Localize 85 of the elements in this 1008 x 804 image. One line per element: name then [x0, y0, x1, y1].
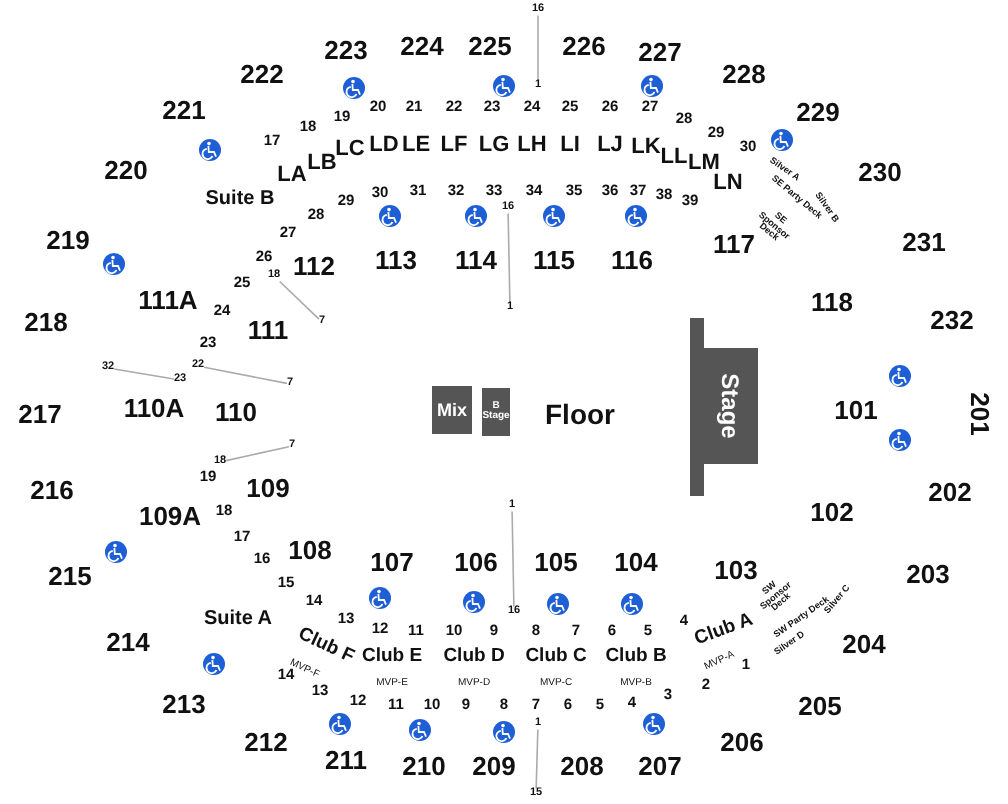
section-number: 212	[244, 729, 288, 755]
section-number: 217	[18, 401, 62, 427]
section-number: 107	[370, 549, 414, 575]
section-number: 105	[534, 549, 578, 575]
section-number: 219	[46, 227, 90, 253]
row-range-line	[225, 445, 290, 462]
row-letter: LM	[688, 153, 720, 175]
section-number: 118	[811, 289, 853, 315]
section-number: 226	[562, 33, 606, 59]
section-number: 205	[798, 693, 842, 719]
stage-shape: Stage	[690, 318, 758, 496]
row-letter: LC	[335, 139, 365, 161]
section-number: 230	[858, 159, 902, 185]
section-number: 206	[720, 729, 764, 755]
section-number: 115	[533, 247, 575, 273]
section-number: 109A	[138, 503, 202, 529]
section-number: 221	[162, 97, 206, 123]
section-number: 223	[324, 37, 368, 63]
club-name: Club A	[692, 610, 756, 650]
section-number: 108	[288, 537, 332, 563]
row-letter: LA	[277, 165, 307, 187]
row-letter: LF	[440, 135, 468, 157]
mix-position-box: Mix	[432, 386, 472, 434]
section-number: 207	[638, 753, 682, 779]
row-range-line	[511, 510, 515, 608]
section-number: 231	[902, 229, 946, 255]
section-number: 111	[247, 317, 289, 343]
row-letter: LB	[307, 153, 337, 175]
section-number: 232	[930, 307, 974, 333]
section-number: 117	[713, 231, 755, 257]
section-number: 111A	[138, 287, 198, 313]
row-letter: LE	[401, 135, 431, 157]
row-letter: LD	[369, 135, 399, 157]
row-range-line	[537, 14, 539, 82]
section-number: 224	[400, 33, 444, 59]
suite-name: Suite B	[203, 190, 277, 210]
section-number: 228	[722, 61, 766, 87]
row-letter: LJ	[597, 135, 623, 157]
row-letter: LH	[517, 135, 547, 157]
section-number: 116	[611, 247, 653, 273]
row-letter: LL	[660, 147, 688, 169]
section-number: 113	[375, 247, 417, 273]
row-range-line	[203, 366, 288, 385]
suite-name: Suite A	[201, 610, 275, 630]
club-name: Club B	[605, 646, 667, 666]
floor-label: Floor	[545, 400, 615, 428]
section-number: 104	[614, 549, 658, 575]
section-number: 101	[834, 397, 878, 423]
section-number: 210	[402, 753, 446, 779]
section-number: 209	[472, 753, 516, 779]
club-name: Club C	[525, 646, 587, 666]
row-range-line	[535, 728, 539, 790]
section-number: 220	[104, 157, 148, 183]
section-number: 211	[325, 747, 367, 773]
section-number: 225	[468, 33, 512, 59]
section-number: 229	[796, 99, 840, 125]
section-number: 227	[638, 39, 682, 65]
row-letter: LK	[631, 137, 661, 159]
section-number: 203	[906, 561, 950, 587]
section-number: 102	[810, 499, 854, 525]
section-number: 110A	[123, 395, 185, 421]
section-number: 103	[714, 557, 758, 583]
row-letter: LG	[478, 135, 510, 157]
section-number: 208	[560, 753, 604, 779]
section-number: 201	[967, 392, 993, 436]
section-number: 110	[215, 399, 257, 425]
section-number: 213	[162, 691, 206, 717]
section-number: 114	[455, 247, 497, 273]
row-range-line	[113, 368, 175, 380]
section-number: 204	[842, 631, 886, 657]
section-number: 202	[928, 479, 972, 505]
section-number: 215	[48, 563, 92, 589]
section-number: 216	[30, 477, 74, 503]
club-name: Club E	[361, 646, 423, 666]
row-range-line	[507, 212, 511, 304]
section-number: 214	[106, 629, 150, 655]
row-letter: LN	[713, 173, 743, 195]
row-letter: LI	[560, 135, 580, 157]
section-number: 106	[454, 549, 498, 575]
row-range-line	[278, 280, 320, 320]
section-number: 218	[24, 309, 68, 335]
section-number: 109	[246, 475, 290, 501]
section-number: 112	[293, 253, 335, 279]
club-name: Club D	[443, 646, 505, 666]
section-number: 222	[240, 61, 284, 87]
